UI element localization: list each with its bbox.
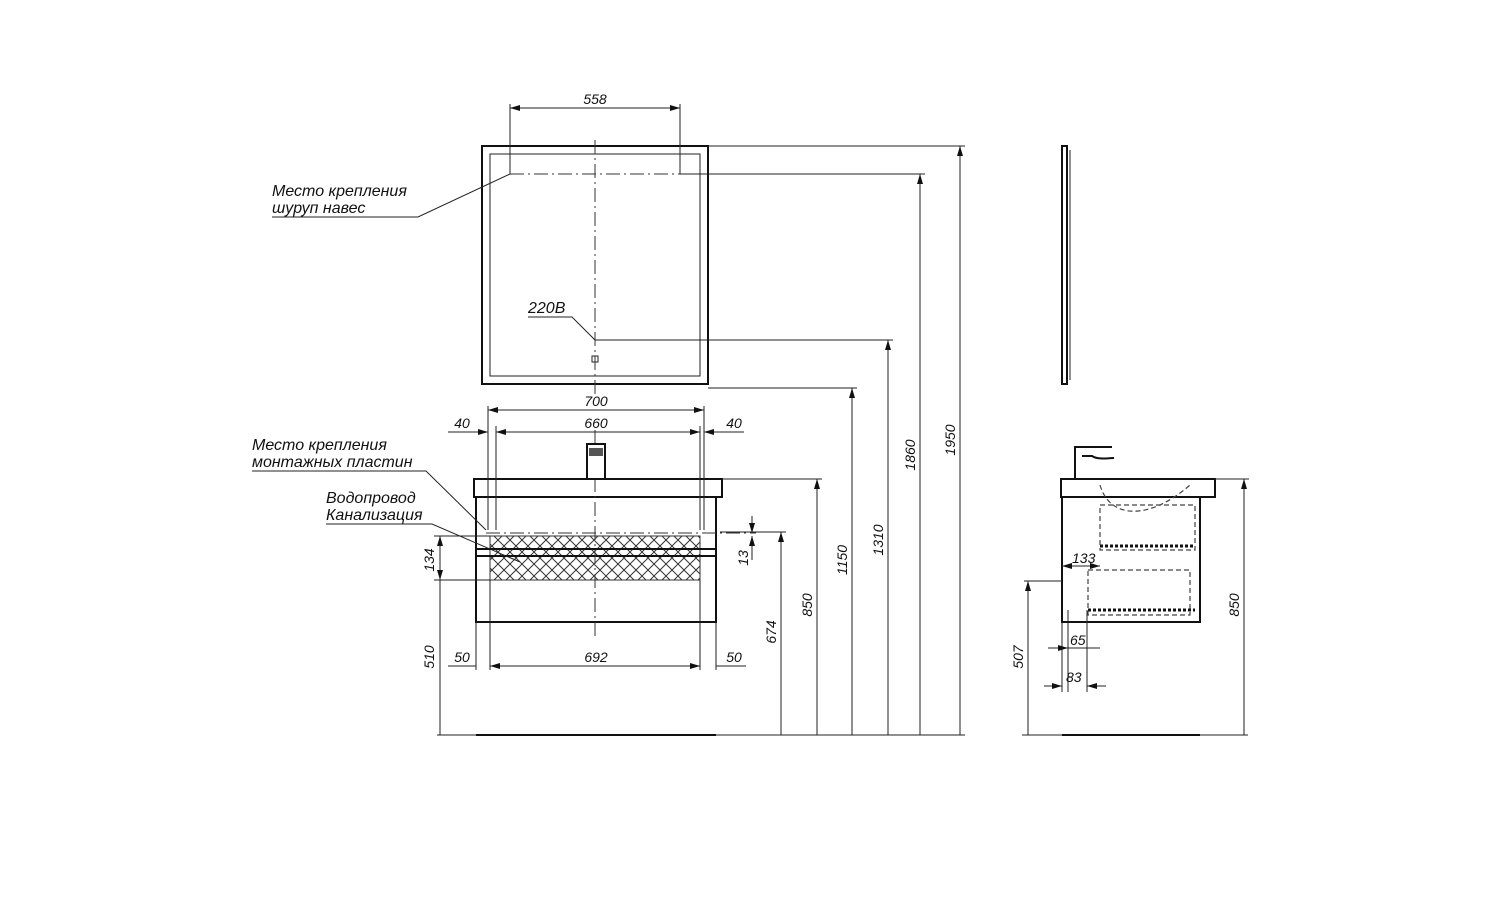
- svg-text:1310: 1310: [870, 524, 886, 555]
- dimension-13-674: 13 674: [720, 516, 786, 735]
- dimension-558: 558: [509, 91, 681, 174]
- svg-text:Водопровод: Водопровод: [326, 490, 416, 507]
- svg-text:13: 13: [735, 550, 751, 566]
- height-dimensions: 850 1150 1310 1860 1950: [437, 145, 965, 736]
- svg-text:510: 510: [421, 645, 437, 669]
- mirror-mount-callout: Место крепления шуруп навес: [272, 173, 511, 218]
- svg-text:850: 850: [1226, 593, 1242, 617]
- svg-text:133: 133: [1072, 550, 1096, 566]
- faucet-icon: [586, 443, 606, 480]
- dimension-700-660-40: 700 660 40 40: [448, 393, 744, 530]
- svg-text:Место крепления: Место крепления: [272, 183, 407, 200]
- svg-text:40: 40: [454, 415, 470, 431]
- svg-text:Канализация: Канализация: [326, 507, 423, 524]
- svg-text:1150: 1150: [834, 545, 850, 575]
- svg-text:40: 40: [726, 415, 742, 431]
- svg-text:1860: 1860: [902, 439, 918, 470]
- svg-text:692: 692: [584, 649, 608, 665]
- faucet-side-icon: [1074, 446, 1115, 479]
- svg-text:134: 134: [421, 548, 437, 572]
- dimension-134-510: 134 510: [421, 535, 490, 735]
- mount-plates-callout: Место крепления монтажных пластин: [252, 437, 487, 531]
- svg-text:220В: 220В: [527, 300, 566, 317]
- vanity-front: [473, 430, 756, 640]
- pipes-callout: Водопровод Канализация: [326, 490, 521, 563]
- svg-text:1950: 1950: [942, 424, 958, 455]
- svg-text:700: 700: [584, 393, 608, 409]
- svg-text:660: 660: [584, 415, 608, 431]
- svg-text:558: 558: [583, 91, 607, 107]
- vanity-side: [1060, 446, 1216, 623]
- svg-text:507: 507: [1010, 644, 1026, 669]
- switch-icon: [591, 355, 599, 363]
- svg-text:674: 674: [763, 620, 779, 644]
- svg-text:шуруп навес: шуруп навес: [272, 200, 365, 217]
- svg-text:65: 65: [1070, 632, 1086, 648]
- svg-text:50: 50: [726, 649, 742, 665]
- svg-text:83: 83: [1066, 669, 1082, 685]
- mirror-front: [481, 140, 709, 395]
- svg-text:монтажных пластин: монтажных пластин: [252, 454, 413, 471]
- dimension-692-50: 692 50 50: [448, 580, 746, 670]
- side-dimensions: 133 507 65 83 850: [1010, 478, 1249, 736]
- power-callout: 220В: [527, 300, 596, 341]
- svg-text:Место крепления: Место крепления: [252, 437, 387, 454]
- mirror-side: [1061, 145, 1071, 385]
- svg-text:850: 850: [799, 593, 815, 617]
- svg-text:50: 50: [454, 649, 470, 665]
